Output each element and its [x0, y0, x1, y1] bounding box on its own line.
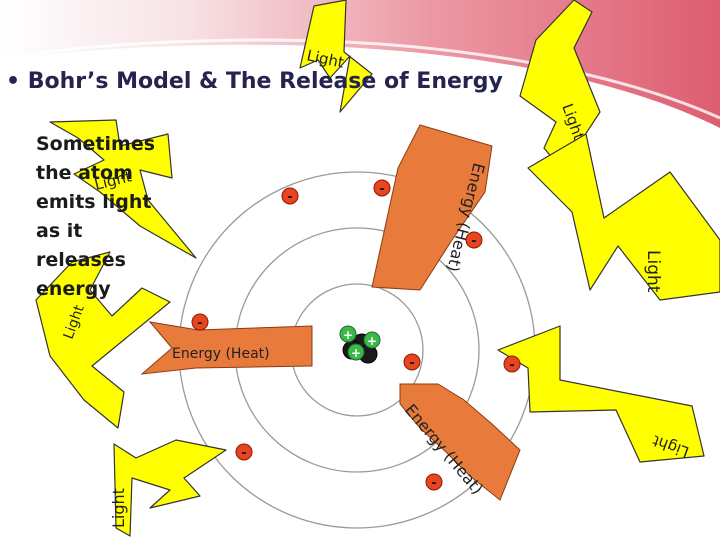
light-label-right: Light [643, 250, 663, 293]
body-line: energy [36, 278, 111, 300]
svg-text:-: - [241, 446, 246, 461]
electron: - [465, 231, 483, 249]
electron: - [403, 353, 421, 371]
body-line: the atom [36, 162, 133, 184]
svg-text:-: - [379, 182, 384, 197]
proton: + [347, 343, 365, 361]
body-text: Sometimes the atom emits light as it rel… [36, 133, 155, 300]
electron: - [281, 187, 299, 205]
energy-arrow-upper: Energy (Heat) [371, 124, 493, 291]
energy-label-left: Energy (Heat) [172, 346, 270, 362]
lightning-bolt-right: Light [527, 133, 720, 301]
svg-text:-: - [509, 358, 514, 373]
svg-text:+: + [343, 328, 353, 342]
proton: + [363, 331, 381, 349]
header-banner [0, 0, 720, 128]
energy-arrow-lower: Energy (Heat) [399, 383, 521, 501]
body-line: as it [36, 220, 82, 242]
lightning-bolt-upper-left: Light [49, 119, 197, 259]
body-line: Sometimes [36, 133, 155, 155]
slide-title: • Bohr’s Model & The Release of Energy [6, 69, 503, 94]
lightning-bolt-left: Light [35, 251, 171, 429]
nucleus: + + + [339, 325, 381, 364]
body-line: releases [36, 249, 126, 271]
electron: - [503, 355, 521, 373]
svg-text:-: - [431, 476, 436, 491]
proton: + [339, 325, 357, 343]
lightning-bolt-bottom-left: Light [109, 439, 227, 537]
electron: - [191, 313, 209, 331]
body-line: emits light [36, 191, 151, 213]
svg-text:-: - [197, 316, 202, 331]
svg-text:-: - [409, 356, 414, 371]
svg-text:+: + [351, 346, 361, 360]
energy-arrow-left: Energy (Heat) [140, 321, 313, 375]
svg-text:-: - [471, 234, 476, 249]
svg-text:+: + [367, 334, 377, 348]
lightning-bolt-lower-right: Light [497, 325, 705, 463]
electrons: - - - - - - - - [191, 179, 521, 491]
electron: - [373, 179, 391, 197]
electron: - [425, 473, 443, 491]
svg-text:-: - [287, 190, 292, 205]
electron: - [235, 443, 253, 461]
light-label-bottom-left: Light [109, 488, 128, 528]
